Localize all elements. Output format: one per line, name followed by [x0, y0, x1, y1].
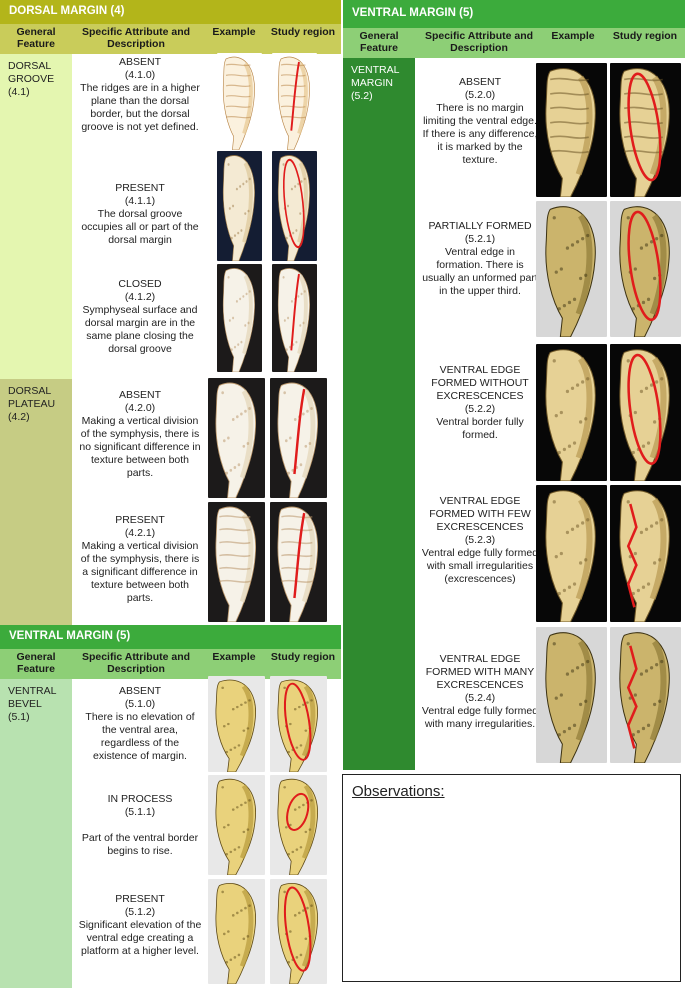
column-headers: General Feature Specific Attribute and D…: [0, 24, 341, 54]
example-photo: [208, 378, 265, 498]
observations-box[interactable]: Observations:: [342, 774, 681, 982]
example-photo: [208, 775, 265, 875]
example-photo: [217, 53, 262, 150]
observations-label: Observations:: [352, 783, 445, 800]
example-photo: [536, 344, 607, 481]
dorsal-margin-panel: DORSAL MARGIN (4) General Feature Specif…: [0, 0, 341, 625]
header-study-region: Study region: [270, 651, 336, 663]
example-photo: [208, 676, 265, 772]
attribute-4-1-0: ABSENT (4.1.0) The ridges are in a highe…: [80, 56, 200, 133]
attribute-4-2-1: PRESENT (4.2.1) Making a vertical divisi…: [80, 514, 200, 604]
attribute-5-2-2: VENTRAL EDGE FORMED WITHOUT EXCRESCENCES…: [431, 364, 529, 441]
column-headers: General Feature Specific Attribute and D…: [0, 649, 341, 679]
example-photo: [217, 264, 262, 372]
attribute-4-1-2: CLOSED (4.1.2) Symphyseal surface and do…: [82, 278, 198, 355]
ventral-bevel-panel: VENTRAL MARGIN (5) General Feature Speci…: [0, 625, 341, 988]
study-region-photo: [272, 151, 317, 261]
example-photo: [208, 879, 265, 984]
attribute-5-1-1: IN PROCESS (5.1.1) Part of the ventral b…: [81, 793, 199, 857]
example-photo: [536, 485, 607, 622]
study-region-photo: [270, 879, 327, 984]
header-general-feature: General Feature: [359, 30, 399, 54]
attribute-5-2-3: VENTRAL EDGE FORMED WITH FEW EXCRESCENCE…: [421, 495, 539, 585]
study-region-photo: [272, 264, 317, 372]
header-specific-attribute: Specific Attribute and Description: [81, 26, 191, 50]
study-region-photo: [610, 63, 681, 197]
study-region-photo: [270, 378, 327, 498]
attribute-5-2-0: ABSENT (5.2.0) There is no margin limiti…: [422, 76, 538, 166]
example-photo: [536, 63, 607, 197]
example-photo: [536, 627, 607, 763]
header-general-feature: General Feature: [16, 26, 56, 50]
study-region-photo: [272, 53, 317, 150]
study-region-photo: [610, 485, 681, 622]
attribute-5-2-1: PARTIALLY FORMED (5.2.1) Ventral edge in…: [422, 220, 538, 297]
attribute-4-2-0: ABSENT (4.2.0) Making a vertical divisio…: [79, 389, 201, 479]
example-photo: [536, 201, 607, 337]
feature-ventral-bevel: VENTRAL BEVEL (5.1): [0, 679, 72, 988]
study-region-photo: [610, 344, 681, 481]
feature-dorsal-plateau: DORSAL PLATEAU (4.2): [0, 379, 72, 625]
study-region-photo: [610, 627, 681, 763]
section-title: VENTRAL MARGIN (5): [0, 625, 341, 649]
ventral-margin-panel: VENTRAL MARGIN (5) General Feature Speci…: [343, 0, 685, 770]
feature-ventral-margin: VENTRAL MARGIN (5.2): [343, 58, 415, 770]
example-photo: [217, 151, 262, 261]
header-example: Example: [551, 30, 595, 42]
column-headers: General Feature Specific Attribute and D…: [343, 28, 685, 58]
header-general-feature: General Feature: [16, 651, 56, 675]
feature-dorsal-groove: DORSAL GROOVE (4.1): [0, 54, 72, 379]
header-specific-attribute: Specific Attribute and Description: [424, 30, 534, 54]
header-study-region: Study region: [612, 30, 678, 42]
attribute-5-1-2: PRESENT (5.1.2) Significant elevation of…: [78, 893, 202, 957]
header-study-region: Study region: [270, 26, 336, 38]
example-photo: [208, 502, 265, 622]
header-specific-attribute: Specific Attribute and Description: [81, 651, 191, 675]
attribute-5-2-4: VENTRAL EDGE FORMED WITH MANY EXCRESCENC…: [421, 653, 539, 730]
attribute-4-1-1: PRESENT (4.1.1) The dorsal groove occupi…: [81, 182, 199, 246]
header-example: Example: [212, 651, 256, 663]
header-example: Example: [212, 26, 256, 38]
study-region-photo: [270, 676, 327, 772]
study-region-photo: [610, 201, 681, 337]
study-region-photo: [270, 502, 327, 622]
attribute-5-1-0: ABSENT (5.1.0) There is no elevation of …: [85, 685, 195, 762]
study-region-photo: [270, 775, 327, 875]
section-title: VENTRAL MARGIN (5): [343, 0, 685, 28]
section-title: DORSAL MARGIN (4): [0, 0, 341, 24]
